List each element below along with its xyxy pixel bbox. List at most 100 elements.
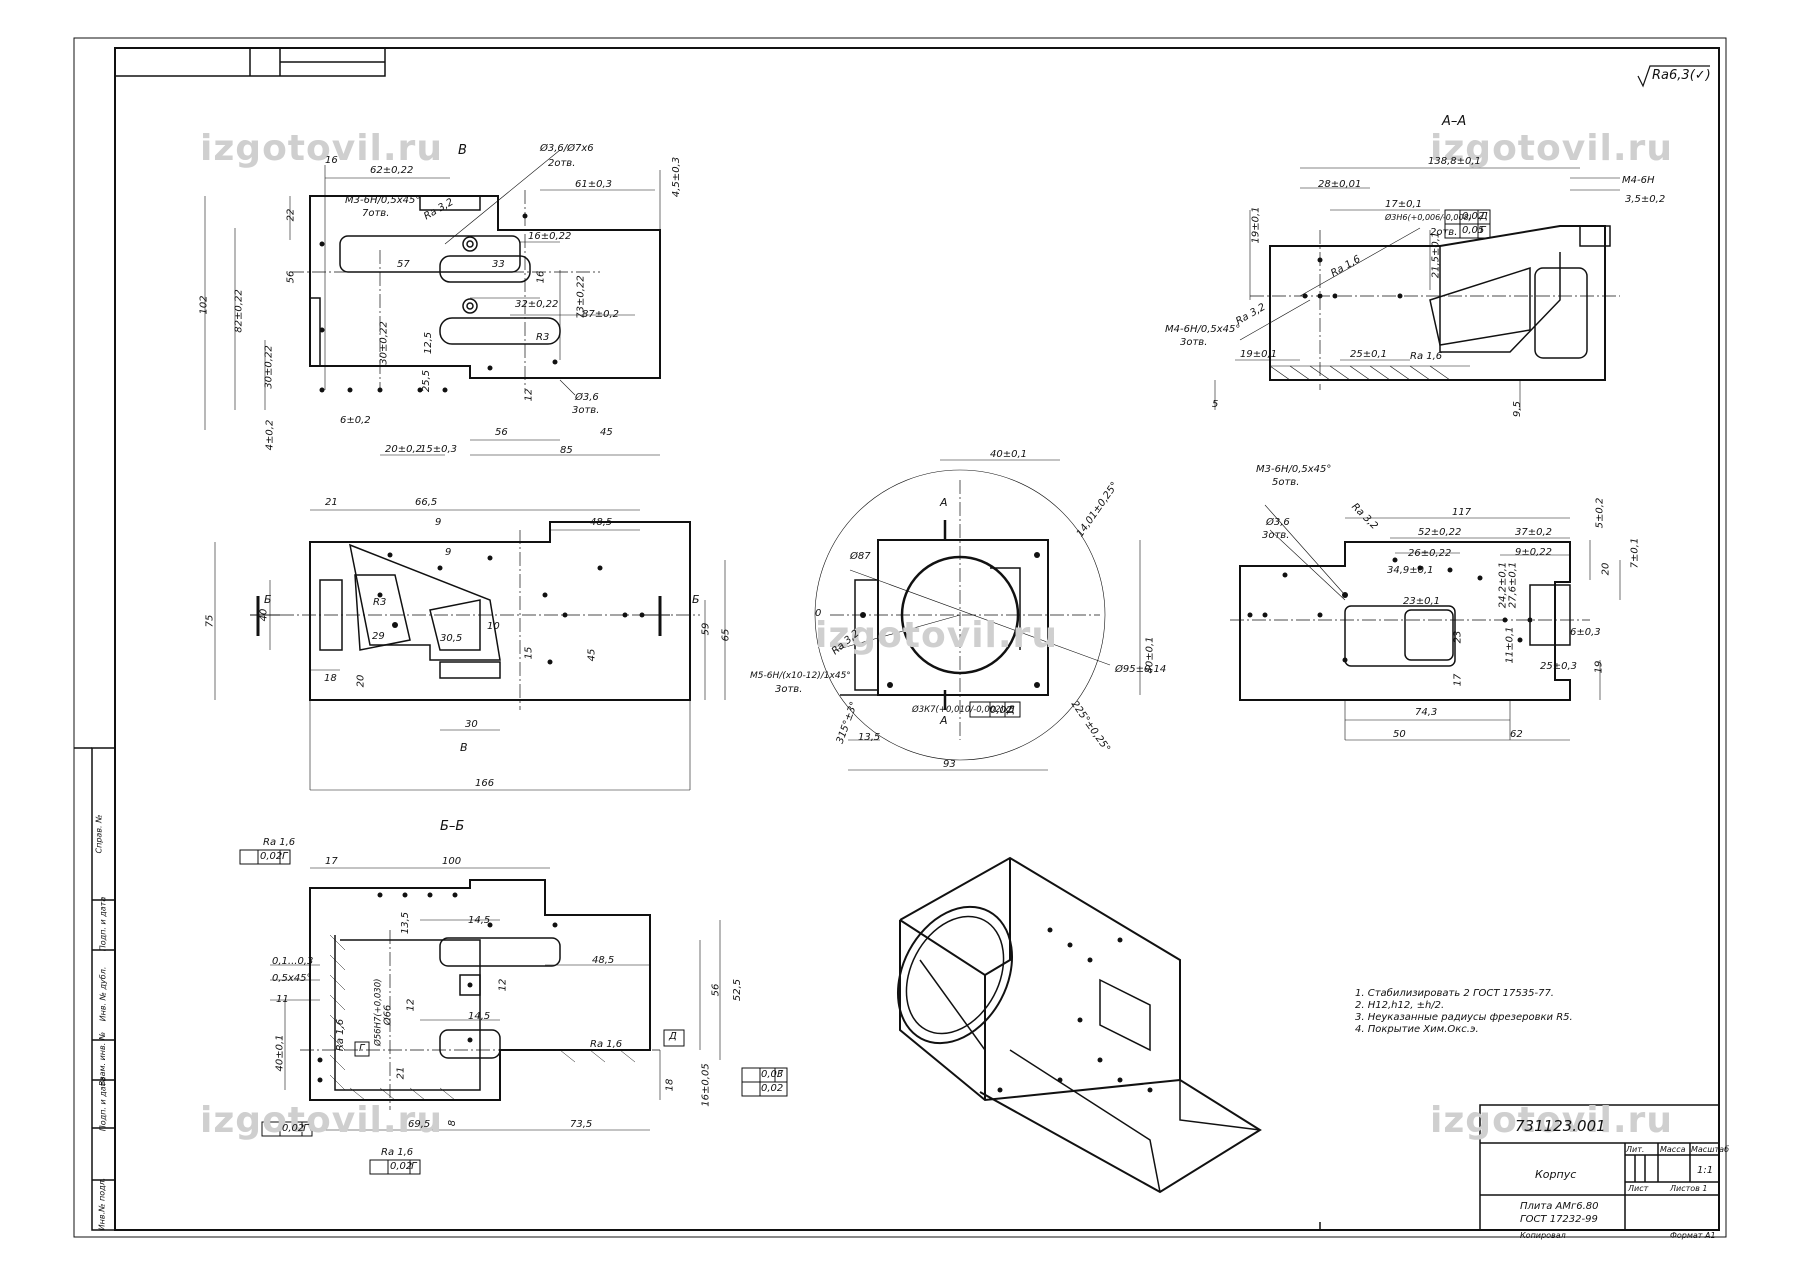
callout: М3-6Н/0,5х45° [345,195,421,206]
dim: 100 [442,856,462,867]
tol: Г [1480,225,1486,236]
dim: 15 [523,646,535,660]
tol: 0,05 [1462,225,1485,236]
strip-label: Подп. и дата [98,896,108,952]
dim: 12,5 [423,331,435,355]
dim: 48,5 [590,517,613,528]
watermark-1: izgotovil.ru [200,128,443,169]
roughness-label: Ra6,3(✓) [1652,68,1711,83]
note-line: 4. Покрытие Хим.Окс.э. [1355,1024,1479,1035]
callout: Ø3,6 [1266,517,1290,528]
dim: 18 [664,1078,676,1092]
dim: 93 [943,759,956,770]
dim: 23±0,1 [1403,596,1441,607]
dim: 30±0,22 [378,321,390,365]
copied-label: Копировал [1520,1231,1566,1240]
tol: 0,02 [282,1123,305,1134]
material-1: Плита АМг6.80 [1520,1201,1599,1212]
tol: 0,02 [260,851,283,862]
dim: 66,5 [415,497,438,508]
dim: М4-6Н [1622,175,1655,186]
datum: Г [359,1043,365,1054]
sheets-label: Листов 1 [1670,1184,1708,1193]
watermark-2: izgotovil.ru [1430,128,1673,169]
tol: Г [777,1069,783,1080]
dim: 20 [355,674,367,688]
dim: 56 [495,427,508,438]
dim: 11 [276,994,289,1005]
dim: 82±0,22 [233,289,245,333]
datum: Д [669,1031,677,1042]
dim: R3 [536,332,550,343]
dim: 48,5 [592,955,615,966]
callout: 2отв. [548,158,576,169]
tol: Г [303,1123,309,1134]
tol: 0,02 [990,705,1013,716]
dim: Ø87 [850,551,871,562]
dim: 9 [435,517,442,528]
dim: 21 [395,1066,407,1080]
dim: 29 [372,631,385,642]
dim: 17 [325,856,338,867]
dim: 21,5±0,1 [1430,231,1442,279]
callout: 3отв. [775,684,803,695]
dim: 34,9±0,1 [1387,565,1434,576]
note-line: 3. Неуказанные радиусы фрезеровки R5. [1355,1012,1573,1023]
callout: Ø3Н6(+0,006/-0,008) [1385,213,1472,222]
dim: 30,5 [440,633,463,644]
dim: 52±0,22 [1418,527,1462,538]
tol: 0,03 [761,1069,784,1080]
dim: 166 [475,778,495,789]
dim: 50 [1393,729,1406,740]
dim: 61±0,3 [575,179,613,190]
lit-label: Лит. [1626,1145,1645,1154]
dim: 16 [325,155,338,166]
watermark-5: izgotovil.ru [1430,1100,1673,1141]
section-bb-drawing [239,849,788,1175]
dim: 73,5 [570,1119,593,1130]
note-line: 1. Стабилизировать 2 ГОСТ 17535-77. [1355,988,1554,999]
dim: 5 [1212,399,1219,410]
dim: Ø95±0,14 [1115,664,1167,675]
dim: 16 [535,270,547,284]
dim: 0,5х45° [272,973,312,984]
outer-border [73,37,1727,1238]
dim: 16±0,22 [528,231,572,242]
dim: 26±0,22 [1408,548,1452,559]
dim: 12 [497,978,509,992]
dim: 15±0,3 [420,444,458,455]
callout: 2отв. [1430,227,1458,238]
left-strip [74,747,116,1231]
callout: М5-6Н/(х10-12)/1х45° [750,671,851,681]
tol: Г [282,851,288,862]
strip-label: Инв. № дубл. [98,966,108,1022]
dim: 25±0,1 [1350,349,1388,360]
material-2: ГОСТ 17232-99 [1520,1214,1598,1225]
top-stamp [114,47,386,77]
dim: R3 [373,597,387,608]
dim: 14,5 [468,915,491,926]
scale-value: 1:1 [1697,1165,1714,1176]
dim: 5±0,2 [1594,497,1606,529]
format-label: Формат А1 [1670,1231,1716,1240]
note-line: 2. Н12,h12, ±h/2. [1355,1000,1445,1011]
cut-mark-b-right: Б [692,593,700,606]
callout: Ø3К7(+0,010/-0,002)х5 [912,705,1015,715]
callout: 5отв. [1272,477,1300,488]
dim: 33 [492,259,505,270]
dim: 62 [1510,729,1523,740]
dim: 21 [325,497,338,508]
callout: Ø3,6 [575,392,599,403]
callout: 3отв. [1180,337,1208,348]
dim: 69,5 [408,1119,431,1130]
dim: 19±0,1 [1240,349,1278,360]
callout: М4-6Н/0,5х45° [1165,324,1241,335]
dim: 40±0,1 [274,1034,286,1072]
dim: 17 [1452,673,1464,687]
dim: 0,1...0,3 [272,956,314,967]
rough: Ra 1,6 [590,1039,623,1050]
dim: 45 [586,648,598,662]
dim: 40±0,1 [1144,636,1156,674]
dim: 17±0,1 [1385,199,1423,210]
dim: 13,5 [858,732,881,743]
